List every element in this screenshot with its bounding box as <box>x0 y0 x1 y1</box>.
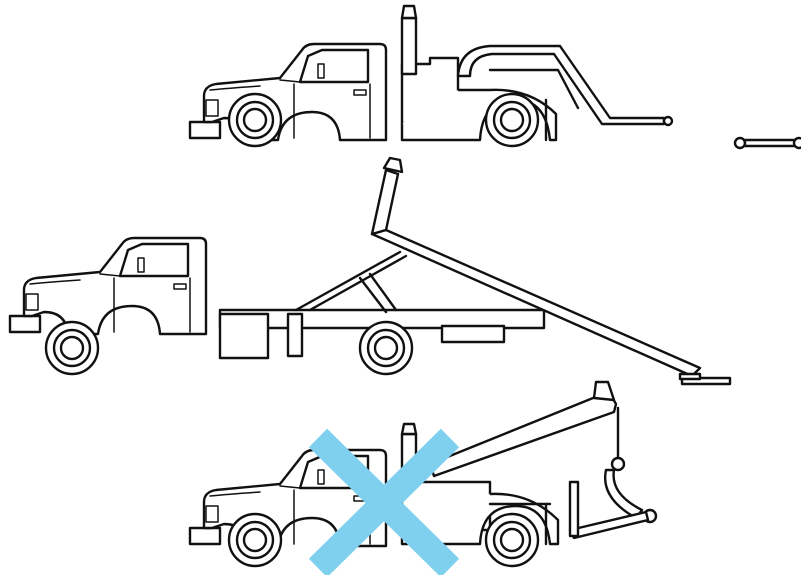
wheel-lift-tow-truck-icon <box>188 4 674 148</box>
boom-sling-tow-truck-icon <box>188 380 658 568</box>
x-cross-icon <box>308 428 460 575</box>
flatbed-rollback-truck-icon <box>8 156 732 386</box>
tow-bar-icon <box>733 136 801 150</box>
